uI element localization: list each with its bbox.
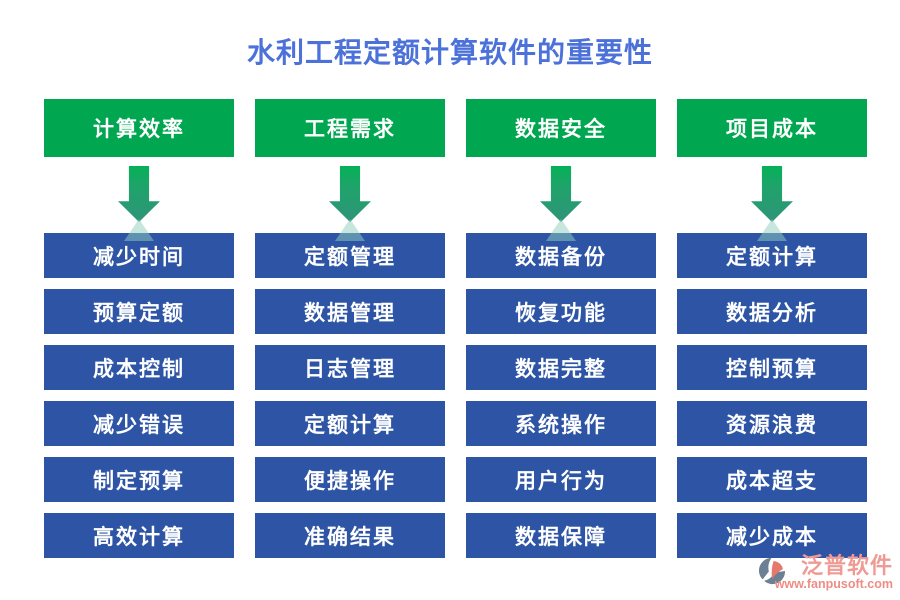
feature-item: 数据分析 bbox=[677, 289, 867, 334]
feature-item: 资源浪费 bbox=[677, 401, 867, 446]
feature-item: 用户行为 bbox=[466, 457, 656, 502]
feature-item-label: 数据保障 bbox=[515, 524, 607, 549]
feature-item: 成本超支 bbox=[677, 457, 867, 502]
arrow-reflection bbox=[335, 219, 365, 241]
feature-item-label: 准确结果 bbox=[304, 524, 396, 549]
item-list: 定额计算 数据分析 控制预算 资源浪费 成本超支 减少成本 bbox=[677, 233, 867, 558]
feature-item-label: 数据分析 bbox=[726, 300, 818, 325]
category-column: 项目成本 定额计算 数据分析 控制预算 资源浪费 成本超支 减少成本 bbox=[677, 99, 867, 558]
category-header: 工程需求 bbox=[255, 99, 445, 157]
feature-item-label: 定额计算 bbox=[726, 244, 818, 269]
feature-item-label: 减少时间 bbox=[93, 244, 185, 269]
feature-item: 数据完整 bbox=[466, 345, 656, 390]
watermark-brand: 泛普软件 bbox=[800, 553, 893, 578]
category-header: 项目成本 bbox=[677, 99, 867, 157]
feature-item: 高效计算 bbox=[44, 513, 234, 558]
category-header: 计算效率 bbox=[44, 99, 234, 157]
watermark-url: www.fanpusoft.com bbox=[774, 577, 893, 591]
feature-item: 系统操作 bbox=[466, 401, 656, 446]
feature-item-label: 系统操作 bbox=[515, 412, 607, 437]
feature-item: 定额计算 bbox=[255, 401, 445, 446]
feature-item: 制定预算 bbox=[44, 457, 234, 502]
item-list: 定额管理 数据管理 日志管理 定额计算 便捷操作 准确结果 bbox=[255, 233, 445, 558]
feature-item-label: 数据完整 bbox=[515, 356, 607, 381]
feature-item-label: 用户行为 bbox=[515, 468, 607, 493]
feature-item: 数据备份 bbox=[466, 233, 656, 278]
feature-item: 减少错误 bbox=[44, 401, 234, 446]
feature-item-label: 恢复功能 bbox=[515, 300, 607, 325]
feature-item: 减少成本 bbox=[677, 513, 867, 558]
arrow-zone bbox=[677, 157, 867, 233]
feature-item-label: 制定预算 bbox=[93, 468, 185, 493]
columns-container: 计算效率 减少时间 预算定额 成本控制 减少错误 制定预算 高效计算 工程需求 … bbox=[44, 99, 867, 558]
category-header-label: 计算效率 bbox=[93, 117, 185, 141]
feature-item-label: 成本超支 bbox=[726, 468, 818, 493]
feature-item: 数据保障 bbox=[466, 513, 656, 558]
watermark: 泛普软件 www.fanpusoft.com bbox=[758, 553, 893, 591]
down-arrow-icon bbox=[329, 166, 371, 222]
item-list: 数据备份 恢复功能 数据完整 系统操作 用户行为 数据保障 bbox=[466, 233, 656, 558]
feature-item-label: 日志管理 bbox=[304, 356, 396, 381]
category-column: 数据安全 数据备份 恢复功能 数据完整 系统操作 用户行为 数据保障 bbox=[466, 99, 656, 558]
fanpu-logo-icon bbox=[758, 558, 785, 585]
feature-item-label: 数据备份 bbox=[515, 244, 607, 269]
feature-item-label: 定额计算 bbox=[304, 412, 396, 437]
arrow-zone bbox=[466, 157, 656, 233]
category-column: 工程需求 定额管理 数据管理 日志管理 定额计算 便捷操作 准确结果 bbox=[255, 99, 445, 558]
feature-item: 控制预算 bbox=[677, 345, 867, 390]
feature-item: 数据管理 bbox=[255, 289, 445, 334]
feature-item-label: 控制预算 bbox=[726, 356, 818, 381]
arrow-zone bbox=[44, 157, 234, 233]
category-column: 计算效率 减少时间 预算定额 成本控制 减少错误 制定预算 高效计算 bbox=[44, 99, 234, 558]
arrow-zone bbox=[255, 157, 445, 233]
down-arrow-icon bbox=[540, 166, 582, 222]
feature-item: 成本控制 bbox=[44, 345, 234, 390]
arrow-reflection bbox=[546, 219, 576, 241]
feature-item: 日志管理 bbox=[255, 345, 445, 390]
category-header: 数据安全 bbox=[466, 99, 656, 157]
feature-item: 便捷操作 bbox=[255, 457, 445, 502]
feature-item-label: 定额管理 bbox=[304, 244, 396, 269]
feature-item-label: 预算定额 bbox=[93, 300, 185, 325]
down-arrow-icon bbox=[751, 166, 793, 222]
arrow-reflection bbox=[124, 219, 154, 241]
category-header-label: 项目成本 bbox=[726, 117, 818, 141]
feature-item-label: 便捷操作 bbox=[304, 468, 396, 493]
feature-item-label: 资源浪费 bbox=[726, 412, 818, 437]
feature-item-label: 减少成本 bbox=[726, 524, 818, 549]
feature-item: 准确结果 bbox=[255, 513, 445, 558]
category-header-label: 工程需求 bbox=[304, 117, 396, 141]
feature-item-label: 高效计算 bbox=[93, 524, 185, 549]
item-list: 减少时间 预算定额 成本控制 减少错误 制定预算 高效计算 bbox=[44, 233, 234, 558]
feature-item-label: 减少错误 bbox=[93, 412, 185, 437]
feature-item: 预算定额 bbox=[44, 289, 234, 334]
feature-item-label: 数据管理 bbox=[304, 300, 396, 325]
watermark-text: 泛普软件 www.fanpusoft.com bbox=[775, 553, 893, 591]
arrow-reflection bbox=[757, 219, 787, 241]
page-title: 水利工程定额计算软件的重要性 bbox=[246, 38, 653, 69]
feature-item: 恢复功能 bbox=[466, 289, 656, 334]
feature-item-label: 成本控制 bbox=[93, 356, 185, 381]
down-arrow-icon bbox=[118, 166, 160, 222]
category-header-label: 数据安全 bbox=[515, 117, 607, 141]
